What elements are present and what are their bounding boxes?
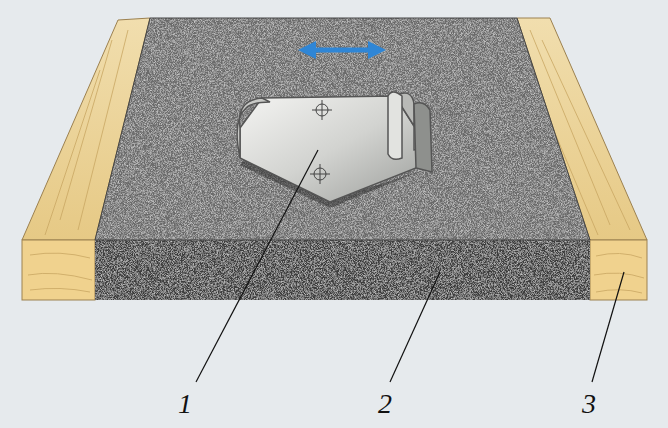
wooden-board xyxy=(22,18,647,300)
metal-part xyxy=(237,92,432,208)
callout-number: 3 xyxy=(582,390,596,418)
abrasive-sheet xyxy=(95,18,590,300)
motion-arrow xyxy=(298,41,386,59)
callout-number: 2 xyxy=(378,390,392,418)
callout-number: 1 xyxy=(178,390,192,418)
leader-line xyxy=(196,150,624,382)
